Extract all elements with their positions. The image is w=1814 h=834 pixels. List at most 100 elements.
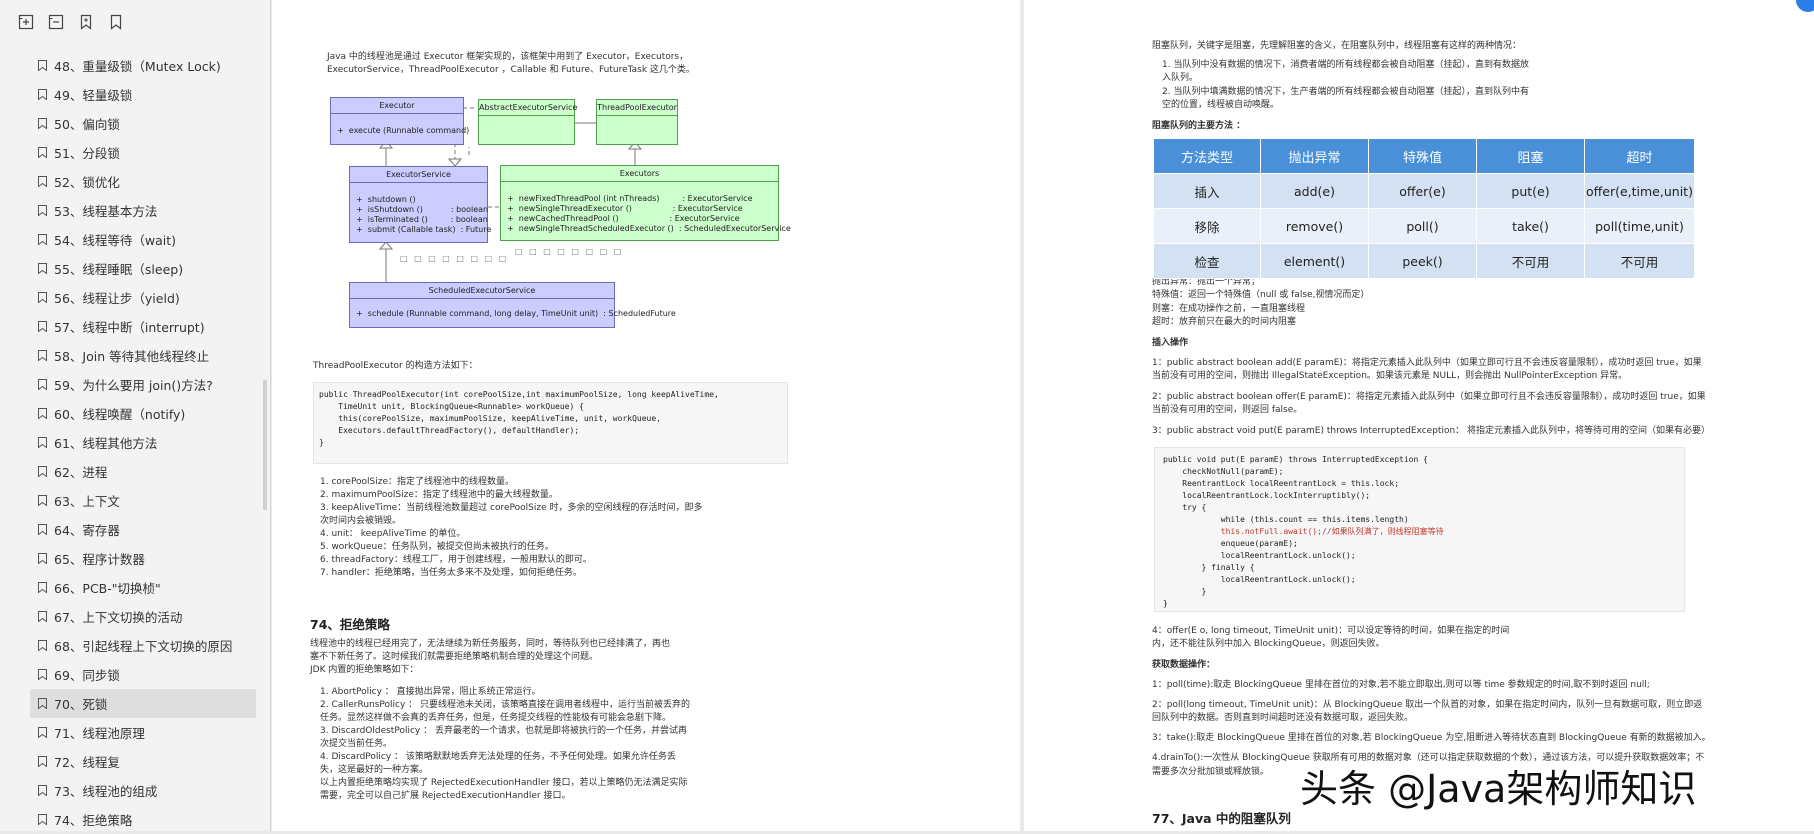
table-header-row: 方法类型 抛出异常 特殊值 阻塞 超时 [1153,138,1695,174]
note-line: 则塞：在成功操作之前，一直阻塞线程 [1152,304,1306,314]
methods-title: 阻塞队列的主要方法 ： [1152,121,1246,131]
bookmark-item[interactable]: 71、线程池原理 [30,718,256,747]
bookmark-item[interactable]: 64、寄存器 [30,515,256,544]
ctor-code-block: public ThreadPoolExecutor(int corePoolSi… [313,382,788,464]
bookmark-label: 60、线程唤醒（notify) [54,407,186,422]
insert-line: 当前没有可用的空间，则返回 false。 [1152,405,1303,415]
param-line: 5. workQueue：任务队列，被提交但尚未被执行的任务。 [320,542,554,552]
bookmark-item[interactable]: 49、轻量级锁 [30,80,256,109]
fetch-title: 获取数据操作： [1152,660,1216,670]
bookmark-item[interactable]: 58、Join 等待其他线程终止 [30,341,256,370]
bookmark-label: 58、Join 等待其他线程终止 [54,349,210,364]
uml-scheduled-body: + schedule (Runnable command, long delay… [356,309,676,318]
bookmark-label: 55、线程睡眠（sleep) [54,262,184,277]
bookmark-item[interactable]: 65、程序计数器 [30,544,256,573]
bookmark-label: 53、线程基本方法 [54,204,158,219]
bookmark-item[interactable]: 72、线程复 [30,747,256,776]
bookmark-item[interactable]: 73、线程池的组成 [30,776,256,805]
uml-executor-body: + execute (Runnable command) [337,126,470,135]
param-line: 次时间内会被销毁。 [320,516,402,526]
table-cell: take() [1476,208,1585,244]
code-line: this.notFull.await();//如果队列满了，则线程阻塞等待 [1163,527,1444,536]
bookmark-item[interactable]: 67、上下文切换的活动 [30,602,256,631]
bookmark-label: 54、线程等待（wait) [54,233,177,248]
put-code-block: public void put(E paramE) throws Interru… [1154,447,1685,612]
bookmark-item[interactable]: 66、PCB-"切换桢" [30,573,256,602]
table-cell: remove() [1260,208,1369,244]
table-cell: peek() [1368,243,1477,279]
bookmark-add-icon[interactable] [78,14,94,30]
bookmark-icon[interactable] [108,14,124,30]
notification-dot[interactable] [1796,0,1814,12]
bookmark-label: 64、寄存器 [54,523,120,538]
intro-line: 空的位置，线程被自动唤醒。 [1162,100,1280,110]
sidebar-scrollbar[interactable] [263,380,267,510]
document-page-right: 阻塞队列，关键字是阻塞，先理解阻塞的含义，在阻塞队列中，线程阻塞有这样的两种情况… [1024,0,1814,831]
bookmark-icon [38,118,47,129]
bookmark-icon [38,495,47,506]
bookmark-icon [38,698,47,709]
uml-thread-pool-executor: ThreadPoolExecutor [596,99,678,145]
table-row: 检查 element() peek() 不可用 不可用 [1153,243,1695,279]
section-body-line: JDK 内置的拒绝策略如下： [310,665,419,675]
bookmark-label: 73、线程池的组成 [54,784,158,799]
section-title-77: 77、Java 中的阻塞队列 [1152,811,1291,826]
code-line: public void put(E paramE) throws Interru… [1163,455,1428,464]
bookmark-item[interactable]: 69、同步锁 [30,660,256,689]
code-line: checkNotNull(paramE); [1163,467,1284,476]
bookmark-item[interactable]: 60、线程唤醒（notify) [30,399,256,428]
uml-executors-title: Executors [501,166,778,182]
fetch-line: 需要多次分批加锁或释放锁。 [1152,767,1270,777]
table-header: 特殊值 [1368,138,1477,174]
collapse-all-icon[interactable] [48,14,64,30]
bookmark-icon [38,669,47,680]
bookmark-icon [38,640,47,651]
bookmark-item[interactable]: 56、线程让步（yield) [30,283,256,312]
bookmark-item[interactable]: 55、线程睡眠（sleep) [30,254,256,283]
bookmark-item[interactable]: 52、锁优化 [30,167,256,196]
fetch-line: 4.drainTo():一次性从 BlockingQueue 获取所有可用的数据… [1152,753,1705,763]
bookmark-item[interactable]: 48、重量级锁（Mutex Lock) [30,51,256,80]
table-row: 插入 add(e) offer(e) put(e) offer(e,time,u… [1153,173,1695,209]
bookmark-label: 74、拒绝策略 [54,813,133,828]
bookmark-icon [38,60,47,71]
uml-dots-1: □ □ □ □ □ □ □ □ [400,254,509,263]
intro-line-2: ExecutorService，ThreadPoolExecutor ，Call… [327,65,695,75]
policy-line: 任务。显然这样做不会真的丢弃任务，但是，任务提交线程的性能极有可能会急剧下降。 [320,713,672,723]
uml-executor: Executor + execute (Runnable command) [330,97,470,145]
note-line: 特殊值：返回一个特殊值（null 或 false,视情况而定） [1152,290,1370,300]
table-header: 抛出异常 [1260,138,1369,174]
bookmark-item[interactable]: 57、线程中断（interrupt) [30,312,256,341]
fetch-line: 3：take():取走 BlockingQueue 里排在首位的对象,若 Blo… [1152,733,1711,743]
uml-es-body: + shutdown () + isShutdown () : boolean … [356,195,492,234]
bookmark-item[interactable]: 61、线程其他方法 [30,428,256,457]
insert-line: 3：public abstract void put(E paramE) thr… [1152,426,1711,436]
param-line: 1. corePoolSize：指定了线程池中的线程数量。 [320,477,515,487]
bookmark-label: 66、PCB-"切换桢" [54,581,161,596]
bookmark-item[interactable]: 54、线程等待（wait) [30,225,256,254]
bookmark-icon [38,553,47,564]
bookmark-label: 49、轻量级锁 [54,88,133,103]
bookmark-icon [38,611,47,622]
expand-all-icon[interactable] [18,14,34,30]
bookmark-item[interactable]: 53、线程基本方法 [30,196,256,225]
bookmark-item[interactable]: 74、拒绝策略 [30,805,256,834]
table-cell: add(e) [1260,173,1369,209]
intro-line: 2. 当队列中填满数据的情况下，生产者端的所有线程都会被自动阻塞（挂起），直到队… [1162,87,1529,97]
bookmark-icon [38,292,47,303]
bookmark-item[interactable]: 51、分段锁 [30,138,256,167]
bookmark-item[interactable]: 63、上下文 [30,486,256,515]
bookmark-item[interactable]: 59、为什么要用 join()方法? [30,370,256,399]
table-cell: 插入 [1153,173,1261,209]
bookmark-icon [38,263,47,274]
intro-line: 1. 当队列中没有数据的情况下，消费者端的所有线程都会被自动阻塞（挂起），直到有… [1162,60,1529,70]
fetch-line: 回队列中的数据。否则直到时间超时还没有数据可取，返回失败。 [1152,713,1414,723]
code-line: } finally { [1163,563,1255,572]
bookmark-item[interactable]: 68、引起线程上下文切换的原因 [30,631,256,660]
code-line: } [1163,587,1207,596]
bookmark-item[interactable]: 62、进程 [30,457,256,486]
bookmark-item[interactable]: 50、偏向锁 [30,109,256,138]
bookmark-item[interactable]: 70、死锁 [30,689,256,718]
table-cell: 移除 [1153,208,1261,244]
bookmark-icon [38,524,47,535]
